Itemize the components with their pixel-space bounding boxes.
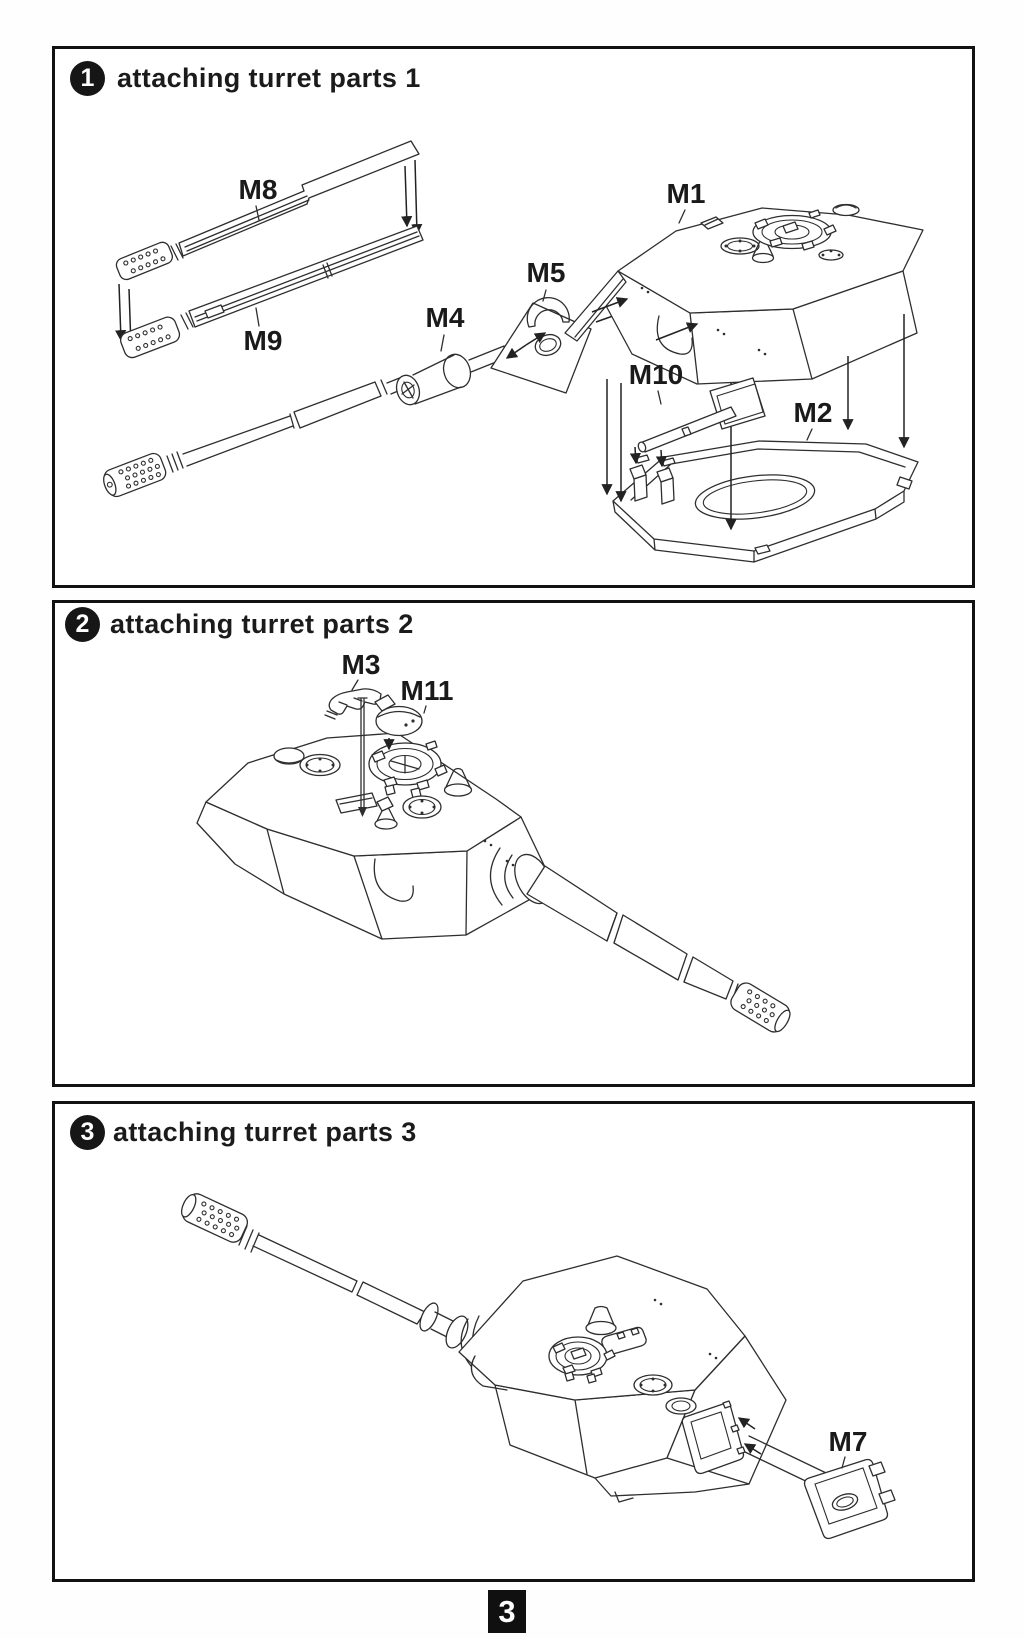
step-1-header: 1 attaching turret parts 1 — [70, 61, 421, 96]
leader-m7 — [841, 1456, 846, 1469]
page-number: 3 — [488, 1590, 526, 1633]
step-2-header: 2 attaching turret parts 2 — [65, 607, 414, 642]
step-panel-1: 1 attaching turret parts 1 — [52, 46, 975, 588]
part-label-m11: M11 — [401, 675, 454, 706]
part-label-m3: M3 — [342, 649, 381, 680]
diagram-step-1: M8 M9 M4 — [103, 140, 924, 563]
assembled-gun-barrel — [103, 376, 406, 498]
gun-barrel — [180, 1193, 482, 1371]
step-panel-3: 3 attaching turret parts 3 — [52, 1101, 975, 1582]
part-label-m5: M5 — [527, 257, 566, 288]
part-label-m4: M4 — [426, 302, 465, 333]
step-panel-2: 2 attaching turret parts 2 — [52, 600, 975, 1087]
leader-m3 — [351, 679, 359, 691]
part-m9-barrel-half — [120, 225, 424, 359]
leader-m4 — [440, 334, 445, 352]
step-title: attaching turret parts 3 — [113, 1117, 417, 1147]
leader-m11 — [423, 705, 427, 714]
step-title: attaching turret parts 2 — [110, 609, 414, 639]
part-label-m7: M7 — [829, 1426, 868, 1457]
part-label-m8: M8 — [239, 174, 278, 205]
turret-body — [196, 732, 555, 940]
part-label-m9: M9 — [244, 325, 283, 356]
assembly-arrows-m8-m9 — [115, 159, 423, 349]
gun-barrel — [489, 847, 791, 1033]
diagram-step-3: M7 — [180, 1193, 896, 1540]
leader-m9 — [255, 307, 260, 327]
part-m4-collar — [395, 345, 507, 406]
step-number-badge: 2 — [65, 607, 100, 642]
part-m3 — [324, 688, 382, 817]
leader-m8 — [255, 205, 260, 221]
leader-m2 — [806, 428, 813, 441]
diagram-step-2: M3 M11 — [196, 649, 791, 1033]
step-3-header: 3 attaching turret parts 3 — [70, 1115, 417, 1150]
turret-body — [458, 1255, 787, 1503]
step-title: attaching turret parts 1 — [117, 63, 421, 93]
part-label-m1: M1 — [667, 178, 706, 209]
part-label-m10: M10 — [629, 359, 683, 390]
leader-m1 — [678, 209, 686, 224]
part-m8-barrel-half — [115, 140, 420, 281]
part-m2-base-plate — [612, 440, 919, 563]
leader-m5 — [542, 289, 547, 302]
part-m11-hatch-lid — [374, 694, 423, 751]
step-number-badge: 1 — [70, 61, 105, 96]
assembly-arrows-turret-to-plate — [601, 314, 910, 531]
step-number-badge: 3 — [70, 1115, 105, 1150]
part-m1-turret-shell — [564, 203, 924, 385]
part-m5-mantlet-plate — [490, 297, 660, 394]
part-m7-hatch — [803, 1458, 896, 1540]
part-label-m2: M2 — [794, 397, 833, 428]
part-m10-rod — [629, 377, 766, 505]
leader-m10 — [657, 390, 662, 405]
